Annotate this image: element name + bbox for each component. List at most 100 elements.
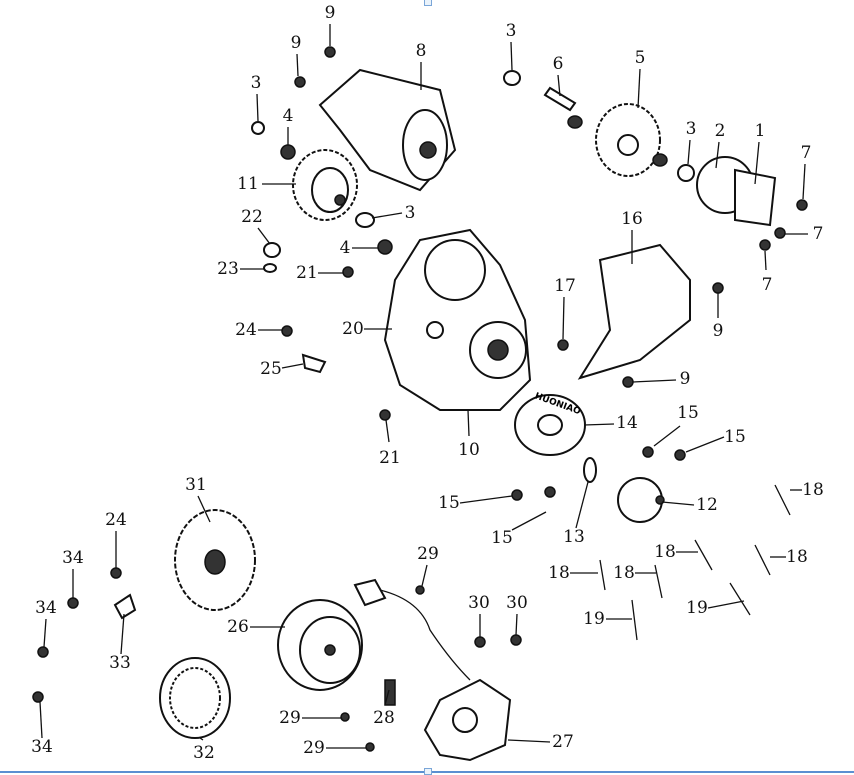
leader-line xyxy=(754,141,760,185)
callout-19: 19 xyxy=(686,598,708,618)
callout-8: 8 xyxy=(416,41,427,61)
callout-7: 7 xyxy=(801,143,812,163)
stator xyxy=(353,578,512,762)
callout-13: 13 xyxy=(563,527,585,547)
callout-27: 27 xyxy=(552,732,574,752)
flywheel xyxy=(277,599,363,691)
callout-14: 14 xyxy=(616,413,638,433)
callout-29: 29 xyxy=(417,544,439,564)
callout-30: 30 xyxy=(506,593,528,613)
bushing-4 xyxy=(280,144,296,160)
callout-21: 21 xyxy=(379,448,401,468)
leader-line xyxy=(510,41,513,71)
leader-line xyxy=(421,564,428,587)
leader-line xyxy=(687,139,691,165)
callout-18: 18 xyxy=(613,563,635,583)
callout-3: 3 xyxy=(506,21,517,41)
bolt-9b xyxy=(294,76,306,88)
leader-line xyxy=(511,511,547,531)
callout-30: 30 xyxy=(468,593,490,613)
callout-18: 18 xyxy=(548,563,570,583)
callout-31: 31 xyxy=(185,475,207,495)
callout-9: 9 xyxy=(680,369,691,389)
callout-3: 3 xyxy=(405,203,416,223)
callout-11: 11 xyxy=(237,174,259,194)
leader-line xyxy=(557,74,561,97)
leader-line xyxy=(296,53,299,77)
callout-16: 16 xyxy=(621,209,643,229)
parts: HUONIAO xyxy=(32,46,808,762)
callout-12: 12 xyxy=(696,495,718,515)
leader-line xyxy=(653,425,681,447)
leader-line xyxy=(637,68,641,109)
leader-line xyxy=(707,600,745,609)
starter-gear xyxy=(292,149,358,221)
crankcase-cover xyxy=(383,228,532,411)
callout-28: 28 xyxy=(373,708,395,728)
callout-23: 23 xyxy=(217,259,239,279)
callout-17: 17 xyxy=(554,276,576,296)
leader-line xyxy=(120,613,125,655)
leader-line xyxy=(632,379,677,383)
callout-18: 18 xyxy=(802,480,824,500)
callout-33: 33 xyxy=(109,653,131,673)
callout-7: 7 xyxy=(762,275,773,295)
leader-line xyxy=(371,212,403,219)
leader-line xyxy=(459,495,513,504)
leader-line xyxy=(467,409,470,437)
sprocket-cover xyxy=(577,243,691,380)
callout-25: 25 xyxy=(260,359,282,379)
leader-line xyxy=(385,419,390,443)
callout-3: 3 xyxy=(686,119,697,139)
leader-line xyxy=(43,618,47,648)
callout-9: 9 xyxy=(325,3,336,23)
leader-line xyxy=(715,141,720,169)
callout-2: 2 xyxy=(715,121,726,141)
callout-24: 24 xyxy=(235,320,257,340)
callout-34: 34 xyxy=(35,598,57,618)
leader-line xyxy=(802,163,806,200)
callout-18: 18 xyxy=(786,547,808,567)
leader-line xyxy=(199,737,204,741)
selection-handle-top[interactable] xyxy=(424,0,432,6)
leader-line xyxy=(685,436,725,453)
logo-plate: HUONIAO xyxy=(514,391,586,456)
starter-motor xyxy=(318,68,457,192)
leader-line xyxy=(661,501,695,506)
bolts-18-19 xyxy=(599,484,791,641)
callout-15: 15 xyxy=(677,403,699,423)
callout-10: 10 xyxy=(458,440,480,460)
callout-5: 5 xyxy=(635,48,646,68)
bolt-9 xyxy=(324,46,336,58)
callout-24: 24 xyxy=(105,510,127,530)
leader-line xyxy=(507,739,551,743)
leader-line xyxy=(39,701,43,739)
leader-line xyxy=(583,423,615,426)
callout-21: 21 xyxy=(296,263,318,283)
callout-9: 9 xyxy=(291,33,302,53)
callout-6: 6 xyxy=(553,54,564,74)
callout-29: 29 xyxy=(279,708,301,728)
leader-line xyxy=(764,250,767,271)
callout-4: 4 xyxy=(340,238,351,258)
callout-22: 22 xyxy=(241,207,263,227)
callout-15: 15 xyxy=(491,528,513,548)
leader-line xyxy=(562,296,565,340)
callout-18: 18 xyxy=(654,542,676,562)
leader-line xyxy=(575,481,589,529)
callout-9: 9 xyxy=(713,321,724,341)
leader-line xyxy=(384,689,390,706)
callout-29: 29 xyxy=(303,738,325,758)
callout-34: 34 xyxy=(62,548,84,568)
callout-26: 26 xyxy=(227,617,249,637)
callout-32: 32 xyxy=(193,743,215,763)
callout-3: 3 xyxy=(251,73,262,93)
leader-line xyxy=(197,495,211,523)
leader-line xyxy=(515,613,518,636)
callout-20: 20 xyxy=(342,319,364,339)
callout-34: 34 xyxy=(31,737,53,757)
callout-19: 19 xyxy=(583,609,605,629)
